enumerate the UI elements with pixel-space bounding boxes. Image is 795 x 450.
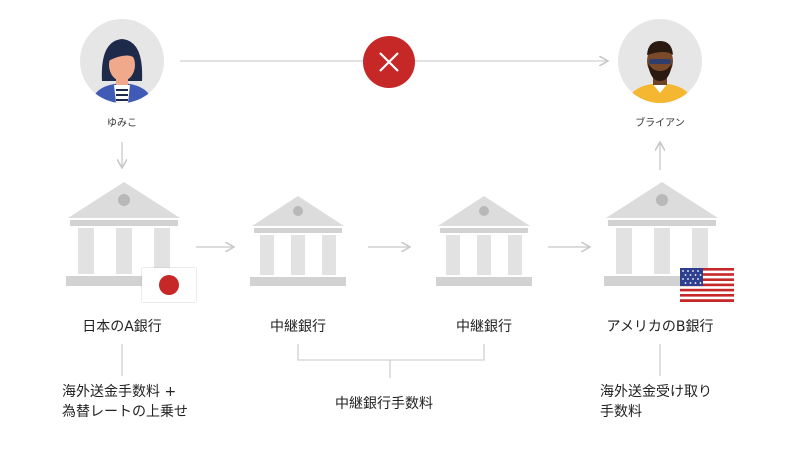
sender-name: ゆみこ [107,118,137,129]
bank-label-b: アメリカのB銀行 [606,319,714,335]
sender-fee-line1: 海外送金手数料 + [62,384,177,400]
intermediary-bank-1-icon [248,194,348,288]
receiver-fee: 海外送金受け取り 手数料 [600,382,712,422]
bank-label-a: 日本のA銀行 [82,319,162,335]
receiver-name: ブライアン [635,118,685,129]
man-avatar-icon [628,41,692,103]
receiver-avatar [618,19,702,103]
sender-fee-line2: 為替レートの上乗せ [62,404,188,420]
x-circle-icon [362,35,416,89]
bank-a-icon [64,180,184,290]
sender-fee: 海外送金手数料 + 為替レートの上乗せ [62,382,188,422]
bank-label-intermediary-1: 中継銀行 [270,319,326,335]
receiver-fee-line1: 海外送金受け取り [600,384,712,400]
intermediary-bracket [297,344,485,378]
japan-flag-icon [142,268,196,302]
woman-avatar-icon [92,39,152,103]
usa-flag-icon [680,268,734,302]
receiver-fee-line2: 手数料 [600,404,642,420]
bank-label-intermediary-2: 中継銀行 [456,319,512,335]
bank-b-icon [602,180,722,290]
intermediary-bank-2-icon [434,194,534,288]
intermediary-fee: 中継銀行手数料 [335,396,433,412]
sender-avatar [80,19,164,103]
